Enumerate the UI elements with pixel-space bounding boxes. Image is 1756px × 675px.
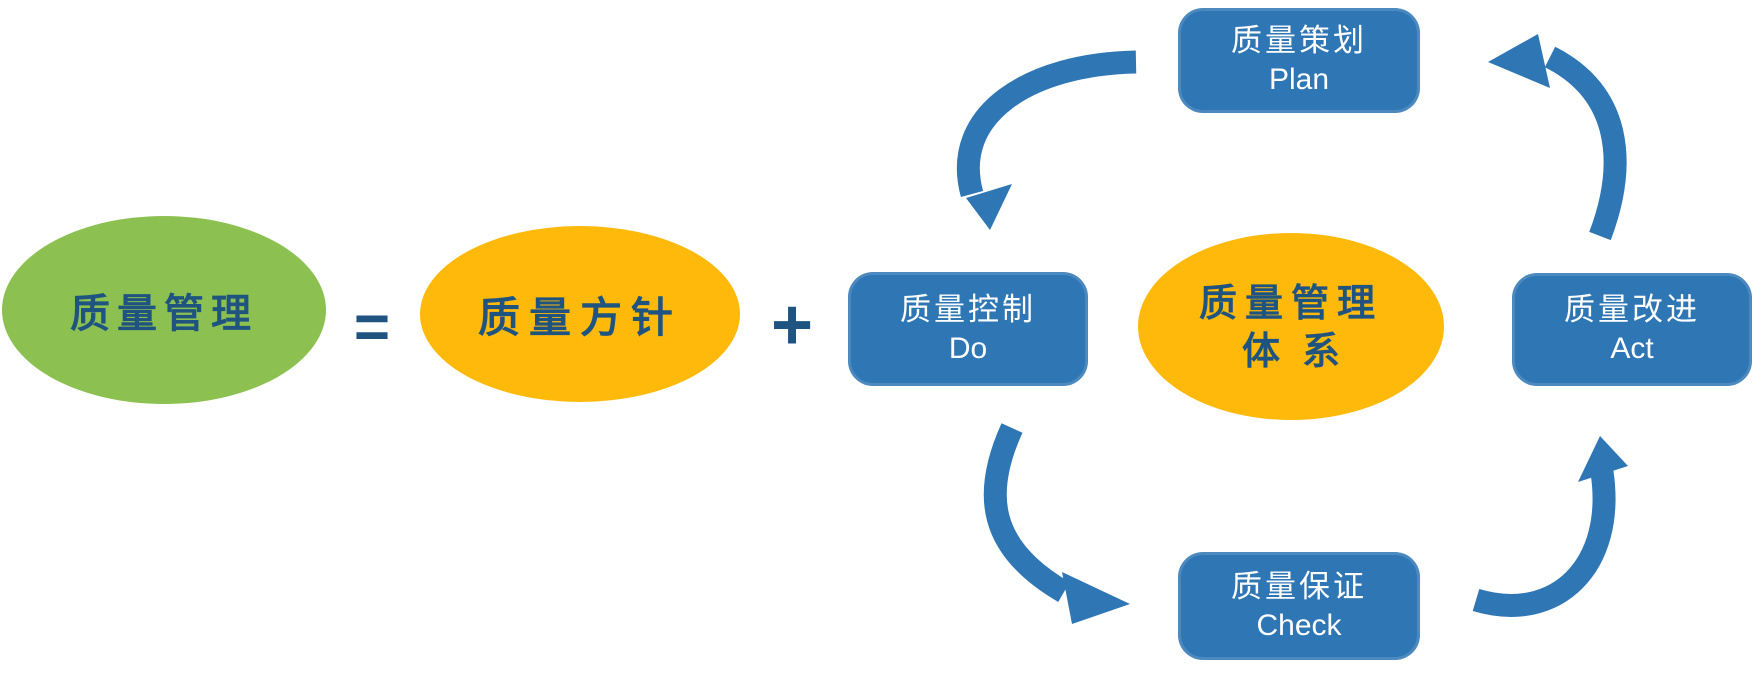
pdca-check-box: 质量保证 Check [1178, 552, 1420, 660]
quality-policy-ellipse: 质量方针 [420, 226, 740, 402]
arrow-plan-to-do [956, 50, 1137, 230]
plus-sign: + [770, 285, 814, 365]
arrow-check-to-act [1472, 436, 1628, 617]
arrow-plan-to-do-head [966, 184, 1012, 230]
arrow-check-to-act-arc [1472, 470, 1616, 617]
do-label-zh: 质量控制 [900, 291, 1036, 327]
arrow-act-to-plan [1488, 34, 1627, 241]
qms-ellipse: 质量管理 体系 [1138, 233, 1444, 420]
act-label-zh: 质量改进 [1564, 292, 1700, 328]
qms-label-line2: 体系 [1241, 327, 1362, 373]
quality-management-label: 质量管理 [70, 290, 258, 337]
check-label-en: Check [1256, 608, 1342, 642]
equals-sign: = [353, 293, 391, 362]
arrow-do-to-check [983, 423, 1130, 624]
pdca-act-box: 质量改进 Act [1512, 273, 1752, 386]
pdca-plan-box: 质量策划 Plan [1178, 8, 1420, 113]
arrow-plan-to-do-arc [956, 50, 1137, 198]
arrow-act-to-plan-head [1488, 34, 1550, 88]
check-label-zh: 质量保证 [1231, 568, 1367, 604]
arrow-do-to-check-arc [983, 423, 1070, 602]
plan-label-en: Plan [1268, 63, 1330, 97]
quality-management-ellipse: 质量管理 [2, 216, 326, 404]
act-label-en: Act [1610, 332, 1654, 366]
quality-policy-label: 质量方针 [477, 292, 682, 342]
plan-label-zh: 质量策划 [1231, 23, 1367, 59]
arrow-do-to-check-head [1062, 572, 1130, 624]
arrow-check-to-act-head [1578, 436, 1628, 482]
arrow-act-to-plan-arc [1544, 46, 1627, 241]
pdca-do-box: 质量控制 Do [848, 272, 1088, 386]
qms-label-line1: 质量管理 [1198, 280, 1383, 325]
do-label-en: Do [948, 331, 988, 365]
